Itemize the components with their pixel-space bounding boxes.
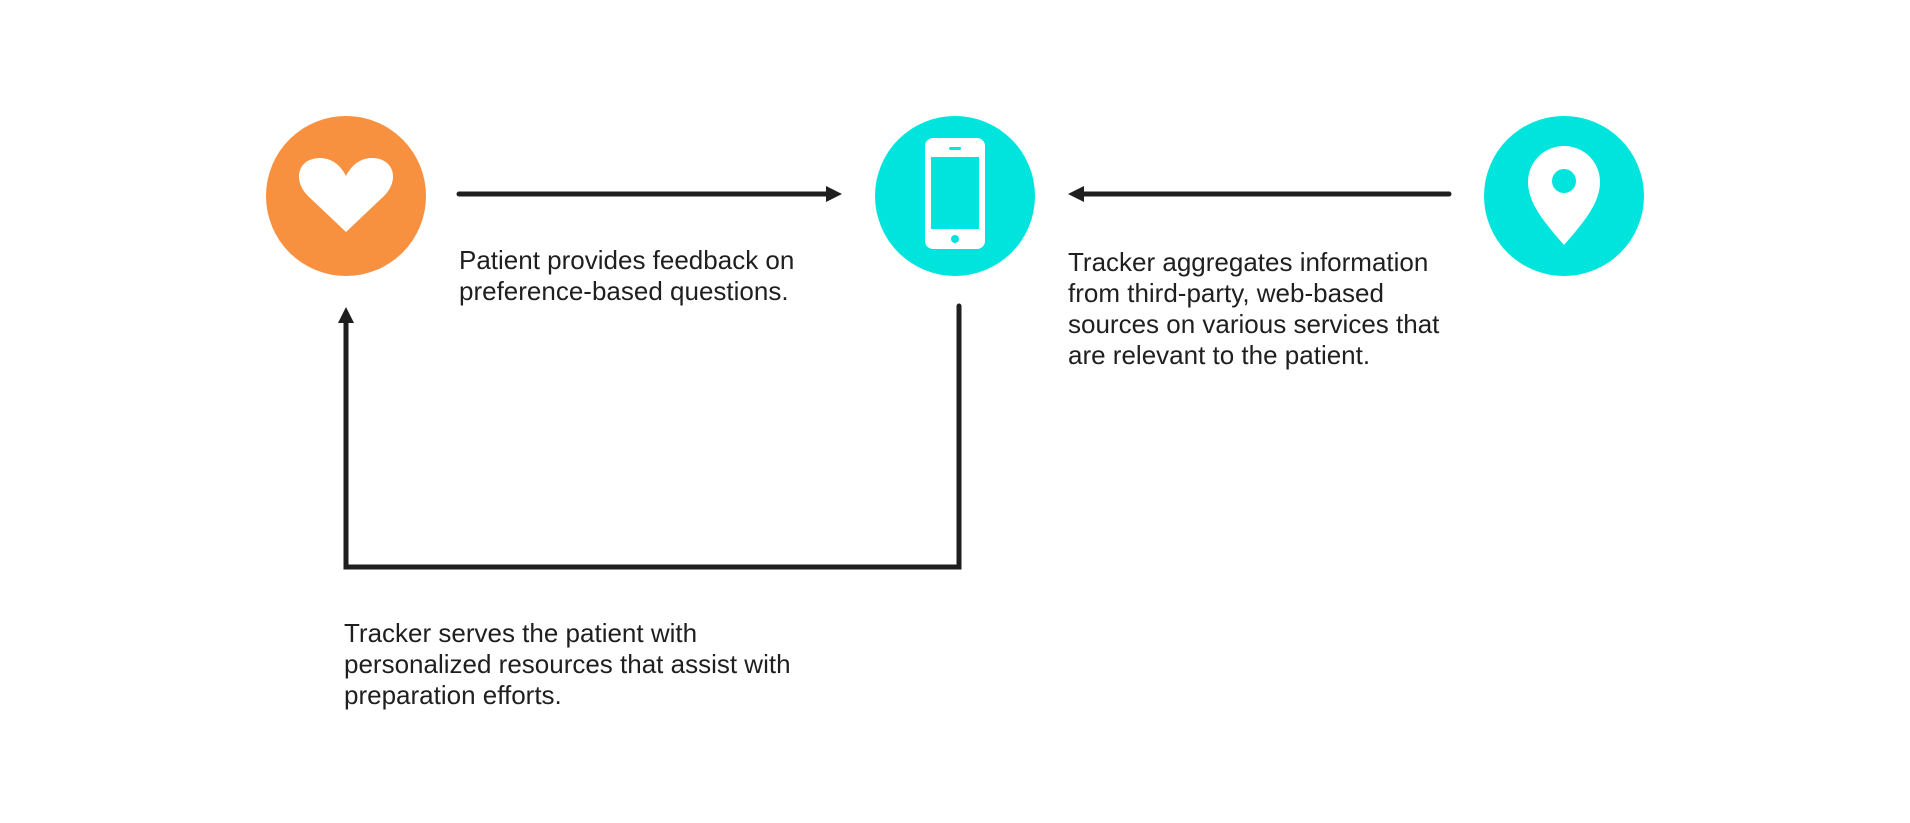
- tracker-node: [875, 116, 1035, 276]
- arrow-sources-to-tracker: [1068, 186, 1452, 202]
- arrow-patient-to-tracker: [456, 186, 842, 202]
- location-pin-icon: [1528, 146, 1600, 245]
- caption-tracker-aggregates: Tracker aggregates information from thir…: [1068, 247, 1439, 371]
- caption-line: personalized resources that assist with: [344, 649, 791, 679]
- heart-icon: [298, 158, 394, 232]
- caption-patient-feedback: Patient provides feedback on preference-…: [459, 245, 794, 307]
- caption-line: preparation efforts.: [344, 680, 562, 710]
- smartphone-icon: [925, 138, 985, 249]
- caption-line: Tracker aggregates information: [1068, 247, 1429, 277]
- caption-line: are relevant to the patient.: [1068, 340, 1371, 370]
- patient-node: [266, 116, 426, 276]
- caption-line: sources on various services that: [1068, 309, 1440, 339]
- arrow-tracker-to-patient: [338, 303, 962, 570]
- caption-line: Patient provides feedback on: [459, 245, 795, 275]
- caption-line: Tracker serves the patient with: [344, 618, 698, 648]
- caption-line: from third-party, web-based: [1068, 278, 1384, 308]
- caption-tracker-serves: Tracker serves the patient with personal…: [344, 618, 791, 711]
- sources-node: [1484, 116, 1644, 276]
- caption-line: preference-based questions.: [459, 276, 789, 306]
